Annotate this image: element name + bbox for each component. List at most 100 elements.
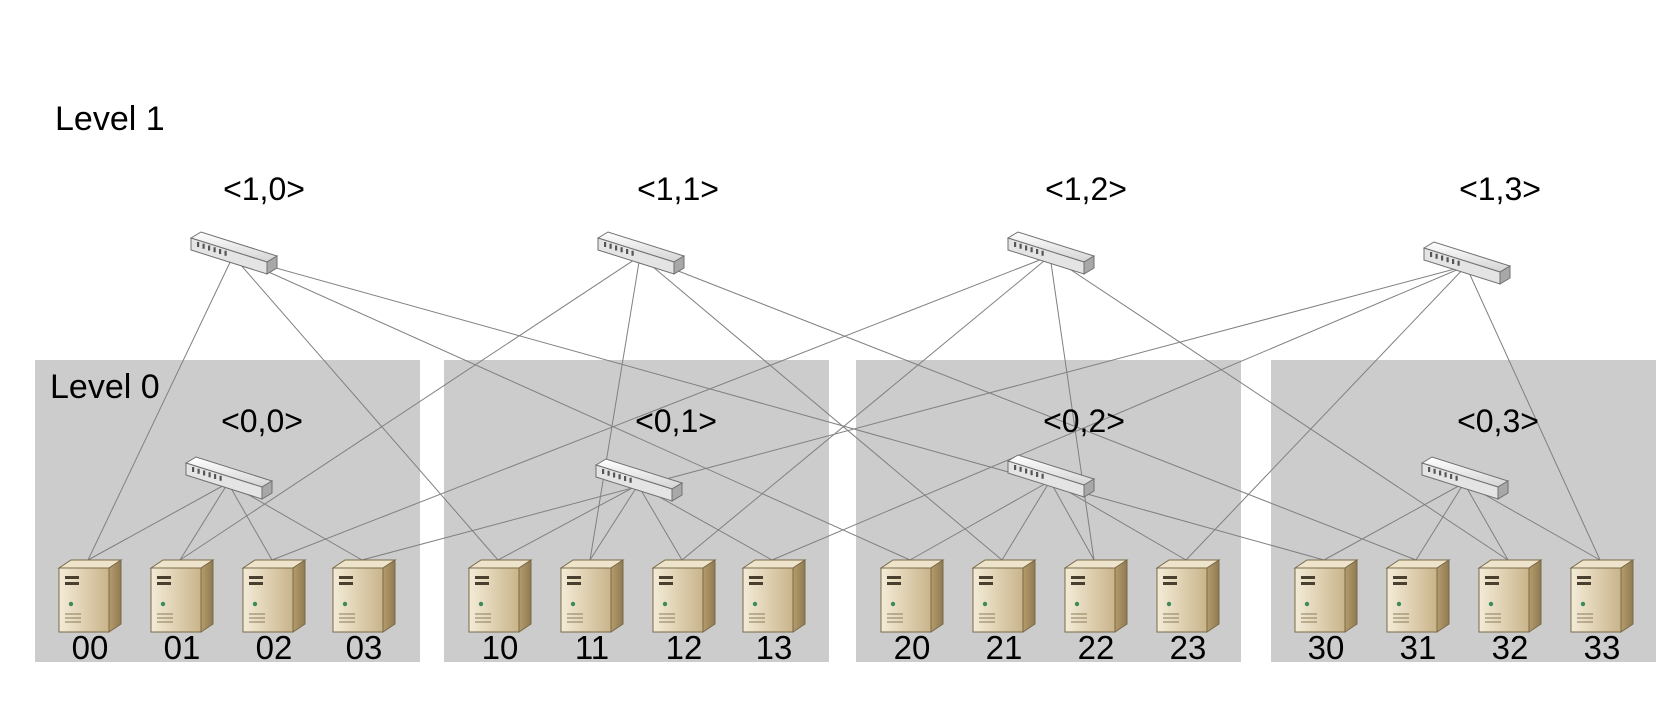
switch-port-icon [624, 476, 627, 481]
switch-1-3-icon [1422, 241, 1512, 285]
server-label-33: 33 [1584, 629, 1621, 666]
link-l1-1-2-server-12 [681, 255, 1051, 561]
server-label-30: 30 [1308, 629, 1345, 666]
power-led-icon [570, 601, 576, 607]
switch-0-1-icon [594, 458, 684, 502]
links-layer [87, 255, 1601, 561]
switch-port-icon [1036, 472, 1039, 477]
power-led-icon [1304, 601, 1310, 607]
server-22-icon [1063, 559, 1129, 633]
switch-port-icon [208, 472, 211, 478]
server-label-21: 21 [986, 629, 1023, 666]
server-20-icon [879, 559, 945, 633]
switch-port-icon [1441, 255, 1444, 261]
switch-port-icon [1041, 473, 1044, 479]
switch-port-icon [609, 243, 612, 249]
switch-port-icon [1025, 245, 1028, 251]
power-led-icon [890, 601, 896, 607]
switch-label-0-0: <0,0> [221, 403, 303, 439]
link-l1-1-3-server-23 [1185, 265, 1467, 561]
link-l1-1-0-server-20 [232, 255, 911, 561]
power-led-icon [1580, 601, 1586, 607]
link-l1-1-0-server-30 [232, 255, 1325, 561]
server-label-20: 20 [894, 629, 931, 666]
switch-label-1-1: <1,1> [637, 171, 719, 207]
switch-port-icon [1428, 467, 1431, 472]
switch-port-icon [1450, 474, 1453, 479]
server-00-icon [57, 559, 123, 633]
switch-port-icon [631, 250, 634, 256]
switch-port-icon [214, 474, 217, 479]
server-10-icon [467, 559, 533, 633]
switch-port-icon [1014, 242, 1017, 247]
power-led-icon [252, 601, 258, 607]
link-l0-1-server-11 [589, 484, 639, 561]
switch-port-icon [219, 475, 222, 481]
switch-port-icon [197, 242, 200, 247]
link-l1-1-1-server-31 [639, 255, 1417, 561]
nodes-layer [57, 231, 1635, 633]
switch-port-icon [1025, 468, 1028, 474]
switch-port-icon [1036, 249, 1039, 254]
link-l0-2-server-20 [909, 480, 1051, 561]
server-31-icon [1385, 559, 1451, 633]
switch-port-icon [1430, 252, 1433, 257]
switch-label-0-2: <0,2> [1043, 403, 1125, 439]
server-11-icon [559, 559, 625, 633]
power-led-icon [662, 601, 668, 607]
link-l1-1-1-server-01 [179, 255, 641, 561]
power-led-icon [342, 601, 348, 607]
switch-label-0-1: <0,1> [635, 403, 717, 439]
link-l1-1-2-server-22 [1049, 255, 1095, 561]
server-label-02: 02 [256, 629, 293, 666]
server-21-icon [971, 559, 1037, 633]
link-l0-1-server-10 [497, 484, 639, 561]
link-l1-1-2-server-02 [271, 255, 1051, 561]
switch-port-icon [1041, 250, 1044, 256]
switch-port-icon [1439, 470, 1442, 476]
switch-port-icon [1457, 260, 1460, 266]
power-led-icon [752, 601, 758, 607]
link-l0-2-server-21 [1001, 480, 1051, 561]
switch-port-icon [197, 468, 200, 474]
link-l0-0-server-01 [179, 482, 229, 561]
power-led-icon [1488, 601, 1494, 607]
link-l0-3-server-31 [1415, 482, 1465, 561]
link-l0-0-server-02 [227, 482, 273, 561]
switch-port-icon [224, 250, 227, 256]
server-label-00: 00 [72, 629, 109, 666]
server-label-11: 11 [575, 629, 609, 666]
switch-port-icon [604, 242, 607, 247]
switch-port-icon [615, 245, 618, 251]
switch-port-icon [626, 249, 629, 254]
switch-port-icon [620, 247, 623, 253]
switch-port-icon [208, 245, 211, 251]
link-l0-3-server-32 [1463, 482, 1509, 561]
switch-port-icon [602, 469, 605, 474]
switch-port-icon [1452, 259, 1455, 264]
server-label-10: 10 [482, 629, 519, 666]
link-l1-1-1-server-11 [589, 255, 641, 561]
switch-port-icon [1446, 257, 1449, 263]
switch-port-icon [203, 470, 206, 476]
switch-1-1-icon [596, 231, 686, 275]
link-l1-1-3-server-13 [771, 265, 1467, 561]
server-30-icon [1293, 559, 1359, 633]
server-label-23: 23 [1170, 629, 1207, 666]
switch-port-icon [1019, 243, 1022, 249]
switch-port-icon [607, 470, 610, 476]
switch-1-0-icon [189, 231, 279, 275]
server-23-icon [1155, 559, 1221, 633]
server-label-01: 01 [164, 629, 201, 666]
switch-port-icon [1435, 253, 1438, 259]
link-l0-0-server-00 [87, 482, 229, 561]
level-1-label: Level 1 [55, 100, 165, 138]
server-label-13: 13 [756, 629, 793, 666]
server-33-icon [1569, 559, 1635, 633]
switch-port-icon [1444, 472, 1447, 478]
server-32-icon [1477, 559, 1543, 633]
switch-port-icon [1433, 468, 1436, 474]
power-led-icon [1166, 601, 1172, 607]
